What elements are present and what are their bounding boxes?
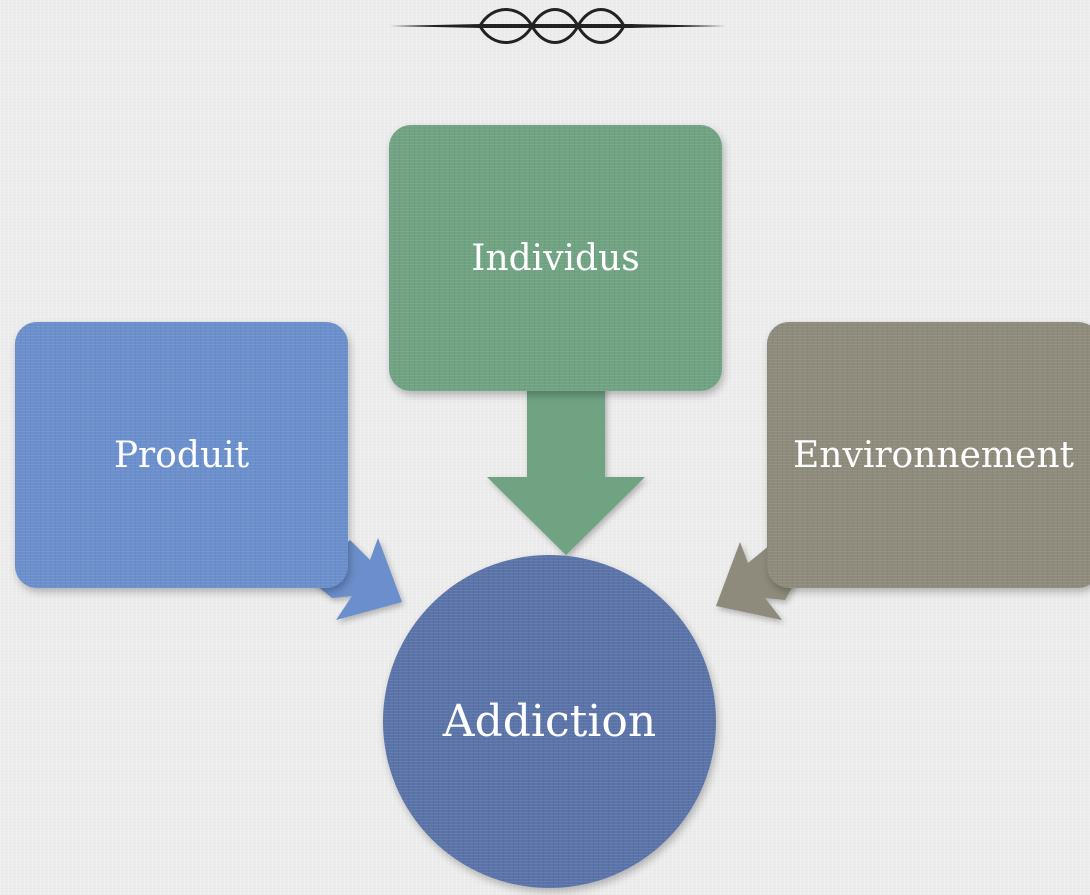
ornament-braid: [478, 8, 626, 44]
node-addiction-label: Addiction: [442, 696, 657, 747]
node-individus-label: Individus: [471, 237, 640, 279]
node-produit-label: Produit: [113, 434, 250, 476]
node-produit: Produit: [15, 322, 348, 588]
ornament-divider: [390, 8, 726, 44]
arrow-individus-to-addiction: [487, 385, 645, 555]
node-individus: Individus: [389, 125, 722, 391]
node-environnement-label: Environnement: [793, 434, 1074, 476]
node-environnement: Environnement: [767, 322, 1090, 588]
node-addiction: Addiction: [383, 555, 716, 888]
ornament-line: [390, 24, 726, 28]
